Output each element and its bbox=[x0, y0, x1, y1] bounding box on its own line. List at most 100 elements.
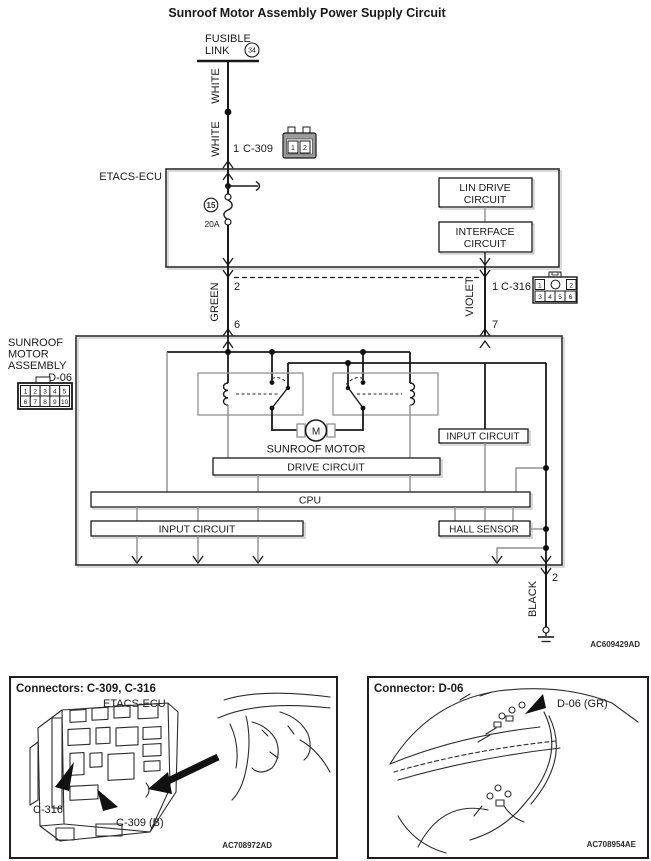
c309-icon-pin-1: 1 bbox=[291, 145, 295, 152]
d06-icon-pin: 4 bbox=[53, 389, 57, 396]
relay-coil-right bbox=[409, 382, 416, 406]
panel-right-d06-label: D-06 (GR) bbox=[557, 698, 608, 710]
vehicle-roof-illustration bbox=[389, 688, 639, 854]
fusible-link-number-circle bbox=[244, 42, 260, 58]
etacs-ecu-label: ETACS-ECU bbox=[99, 171, 162, 183]
sunroof-motor-label: SUNROOF MOTOR bbox=[267, 444, 366, 456]
sunroof-connector-name: D-06 bbox=[48, 372, 72, 384]
fusible-link-label-line1: FUSIBLE bbox=[205, 33, 251, 45]
page-title: Sunroof Motor Assembly Power Supply Circ… bbox=[168, 6, 446, 20]
sunroof-assembly-label-2: MOTOR bbox=[8, 349, 49, 361]
c316-connector-icon: 1 2 3 4 5 6 bbox=[532, 271, 578, 304]
d06-icon-pin: 6 bbox=[24, 399, 28, 406]
ecu-box-shadow bbox=[167, 170, 562, 270]
c309-pointer-arrow bbox=[97, 789, 118, 811]
relay-switch-left bbox=[269, 377, 291, 411]
c309-icon-pin-2: 2 bbox=[303, 145, 307, 152]
c316-icon-pin: 4 bbox=[548, 294, 552, 301]
c316-icon-pin: 2 bbox=[569, 283, 573, 290]
ground-symbol bbox=[538, 626, 554, 643]
d06-icon-pin: 8 bbox=[43, 399, 47, 406]
wire-color-green: GREEN bbox=[209, 282, 221, 321]
dashboard-illustration bbox=[148, 692, 331, 801]
flow-arrow-down bbox=[192, 555, 204, 565]
input-circuit-right-box bbox=[438, 428, 529, 444]
flow-arrow-down bbox=[131, 555, 143, 565]
sunroof-assembly-label-1: SUNROOF bbox=[8, 337, 63, 349]
interface-label-2: CIRCUIT bbox=[464, 238, 507, 250]
sunroof-assembly-label-3: ASSEMBLY bbox=[8, 360, 67, 372]
d06-icon-pin: 1 bbox=[24, 389, 28, 396]
fusible-link-number: 34 bbox=[248, 48, 256, 55]
lin-drive-label-1: LIN DRIVE bbox=[459, 182, 510, 194]
d06-icon-pin: 7 bbox=[33, 399, 37, 406]
panel-right-title: Connector: D-06 bbox=[374, 683, 463, 695]
wire-color-violet: VIOLET bbox=[464, 277, 476, 316]
c316-pointer-arrow bbox=[55, 762, 74, 791]
connector-chevron bbox=[479, 339, 491, 349]
drive-circuit-label: DRIVE CIRCUIT bbox=[287, 462, 365, 474]
fuse-rating: 20A bbox=[204, 219, 219, 229]
input-circuit-right-label: INPUT CIRCUIT bbox=[446, 432, 519, 443]
connector-chevron bbox=[479, 327, 491, 337]
panel-left-c309-label: C-309 (B) bbox=[116, 817, 164, 829]
cpu-box bbox=[90, 491, 531, 508]
panel-left-c316-label: C-316 bbox=[33, 804, 63, 816]
fusible-link-label-line2: LINK bbox=[205, 45, 230, 57]
connector-chevron bbox=[540, 555, 552, 565]
c309-connector-name: C-309 bbox=[243, 143, 273, 155]
panel-left-title: Connectors: C-309, C-316 bbox=[16, 683, 156, 695]
c316-icon-pin: 3 bbox=[538, 294, 542, 301]
c316-connector-name: C-316 bbox=[501, 281, 531, 293]
relay-box-right bbox=[332, 372, 439, 416]
wire-color-white-1: WHITE bbox=[210, 68, 222, 103]
c316-icon-pin: 1 bbox=[538, 283, 542, 290]
connector-chevron bbox=[222, 159, 234, 169]
wire-color-black: BLACK bbox=[527, 580, 539, 617]
d06-icon-pin: 10 bbox=[61, 399, 69, 406]
ground-pin-number: 2 bbox=[552, 572, 558, 584]
flow-arrow-down bbox=[252, 555, 264, 565]
flow-arrow-down bbox=[491, 555, 503, 565]
branch-stub-hook bbox=[255, 180, 261, 192]
lin-drive-circuit-box bbox=[438, 177, 533, 208]
fuse-terminal-bottom bbox=[224, 218, 232, 226]
d06-pointer-arrow bbox=[525, 694, 546, 714]
connector-location-panel-right: Connector: D-06 D-06 (GR) AC708954AE bbox=[367, 676, 649, 859]
green-pin-top: 2 bbox=[234, 281, 240, 293]
c309-connector-icon: 1 2 bbox=[282, 126, 317, 159]
fuse-number: 15 bbox=[207, 201, 216, 210]
relay-box-left bbox=[197, 372, 304, 416]
panel-left-part-code: AC708972AD bbox=[222, 841, 272, 850]
input-circuit-left-label: INPUT CIRCUIT bbox=[159, 524, 236, 536]
d06-icon-pin: 9 bbox=[53, 399, 57, 406]
panel-left-ecu-label: ETACS-ECU bbox=[103, 698, 166, 710]
etacs-ecu-box bbox=[165, 168, 560, 268]
fusible-link-symbol: FUSIBLE LINK 34 bbox=[197, 33, 260, 63]
c316-pin-number: 1 bbox=[492, 281, 498, 293]
connector-chevron bbox=[222, 327, 234, 337]
diagram-part-code: AC609429AD bbox=[590, 640, 640, 649]
d06-icon-pin: 3 bbox=[43, 389, 47, 396]
connector-location-panel-left: Connectors: C-309, C-316 ETACS-ECU bbox=[9, 676, 338, 859]
green-pin-bottom: 6 bbox=[234, 319, 240, 331]
connector-chevron bbox=[222, 257, 234, 267]
hall-sensor-label: HALL SENSOR bbox=[449, 525, 519, 536]
relay-switch-right bbox=[345, 377, 366, 411]
d06-icon-pin: 2 bbox=[33, 389, 37, 396]
input-circuit-left-box bbox=[90, 520, 304, 537]
fuse-number-circle bbox=[203, 197, 219, 213]
ecu-location-arrow bbox=[148, 772, 172, 794]
sunroof-motor-symbol: M bbox=[296, 419, 336, 442]
c316-icon-pin: 5 bbox=[558, 294, 562, 301]
d06-connector-icon: 1 2 3 4 5 6 7 8 9 10 bbox=[17, 376, 73, 410]
fuse-element bbox=[223, 199, 233, 221]
junction-dot bbox=[224, 108, 232, 116]
drive-circuit-box bbox=[212, 457, 441, 476]
relay-coil-left bbox=[222, 382, 229, 406]
motor-m-letter: M bbox=[312, 427, 320, 438]
cpu-label: CPU bbox=[299, 495, 321, 507]
c316-icon-pin: 6 bbox=[569, 294, 573, 301]
